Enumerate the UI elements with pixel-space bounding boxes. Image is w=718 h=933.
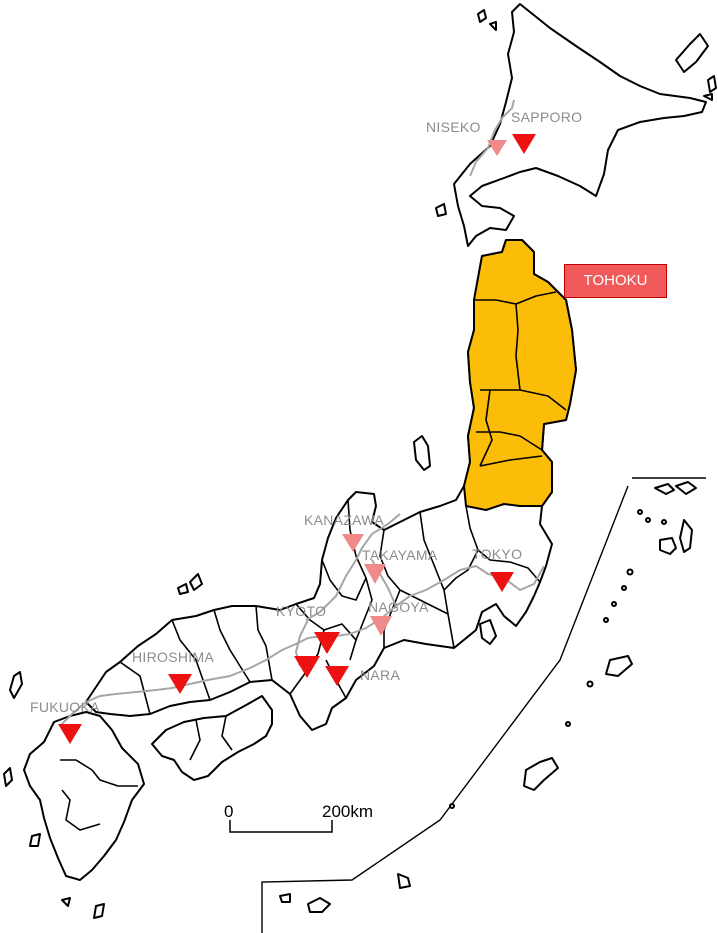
kyushu xyxy=(3,671,145,919)
marker-sapporo[interactable] xyxy=(512,134,536,154)
shikoku xyxy=(151,695,273,781)
label-niseko: NISEKO xyxy=(426,119,481,135)
tohoku-region-label[interactable]: TOHOKU xyxy=(564,264,667,298)
rail-lines xyxy=(59,99,545,727)
honshu-prefecture-borders xyxy=(119,499,541,715)
marker-kyoto[interactable] xyxy=(314,632,340,654)
marker-tokyo[interactable] xyxy=(490,572,514,592)
city-markers xyxy=(58,134,536,744)
marker-kanazawa[interactable] xyxy=(342,534,364,552)
okinawa-inset-frame xyxy=(261,477,706,933)
scale-bar: 0 200km xyxy=(224,802,373,833)
marker-hiroshima[interactable] xyxy=(168,674,192,694)
scale-start-label: 0 xyxy=(224,802,233,821)
marker-fukuoka[interactable] xyxy=(58,724,82,744)
label-kyoto: KYOTO xyxy=(276,603,326,619)
label-hiroshima: HIROSHIMA xyxy=(132,649,214,665)
city-labels: NISEKO SAPPORO KANAZAWA TAKAYAMA TOKYO N… xyxy=(30,109,582,715)
label-takayama: TAKAYAMA xyxy=(362,547,438,563)
marker-niseko[interactable] xyxy=(487,140,507,156)
marker-nara[interactable] xyxy=(325,666,349,686)
label-tokyo: TOKYO xyxy=(472,546,522,562)
label-sapporo: SAPPORO xyxy=(511,109,582,125)
label-fukuoka: FUKUOKA xyxy=(30,699,100,715)
label-nara: NARA xyxy=(360,667,400,683)
label-nagoya: NAGOYA xyxy=(368,599,429,615)
marker-nagoya[interactable] xyxy=(370,616,392,636)
scale-end-label: 200km xyxy=(322,802,373,821)
hokkaido xyxy=(435,3,717,247)
marker-osaka[interactable] xyxy=(294,656,320,678)
tohoku-region xyxy=(463,239,577,511)
label-kanazawa: KANAZAWA xyxy=(304,512,384,528)
marker-takayama[interactable] xyxy=(364,564,386,584)
